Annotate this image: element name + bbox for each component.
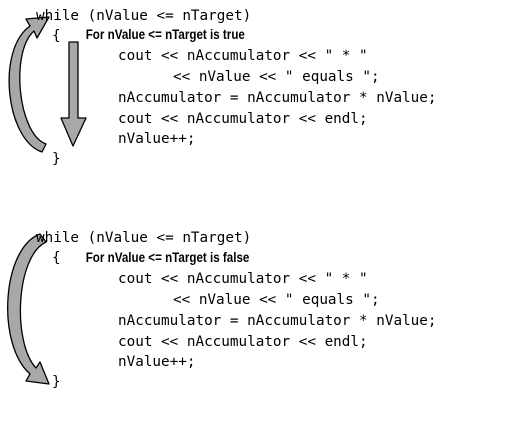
code-cout-continued: << nValue << " equals "; xyxy=(173,69,380,85)
code-increment-line: nValue++; xyxy=(118,354,196,370)
loop-diagram-false: while (nValue <= nTarget) { cout << nAcc… xyxy=(0,226,505,426)
condition-caption: For nValue <= nTarget is true xyxy=(84,27,247,42)
code-while-line: while (nValue <= nTarget) xyxy=(36,8,252,24)
code-cout-line: cout << nAccumulator << " * " xyxy=(118,48,368,64)
code-while-line: while (nValue <= nTarget) xyxy=(36,230,252,246)
condition-caption: For nValue <= nTarget is false xyxy=(84,250,252,265)
code-close-brace: } xyxy=(52,151,61,167)
code-endl-line: cout << nAccumulator << endl; xyxy=(118,334,368,350)
loop-back-arrow xyxy=(8,16,50,153)
loop-arrows-false xyxy=(7,233,50,385)
code-open-brace: { xyxy=(52,250,61,266)
code-assign-line: nAccumulator = nAccumulator * nValue; xyxy=(118,90,437,106)
code-endl-line: cout << nAccumulator << endl; xyxy=(118,111,368,127)
code-cout-continued: << nValue << " equals "; xyxy=(173,292,380,308)
code-assign-line: nAccumulator = nAccumulator * nValue; xyxy=(118,313,437,329)
code-cout-line: cout << nAccumulator << " * " xyxy=(118,271,368,287)
enter-body-arrow xyxy=(60,41,87,147)
code-open-brace: { xyxy=(52,28,61,44)
code-close-brace: } xyxy=(52,374,61,390)
skip-loop-arrow xyxy=(7,233,50,385)
code-increment-line: nValue++; xyxy=(118,131,196,147)
loop-arrows-true xyxy=(8,16,87,153)
loop-diagram-true: while (nValue <= nTarget) { cout << nAcc… xyxy=(0,0,505,200)
